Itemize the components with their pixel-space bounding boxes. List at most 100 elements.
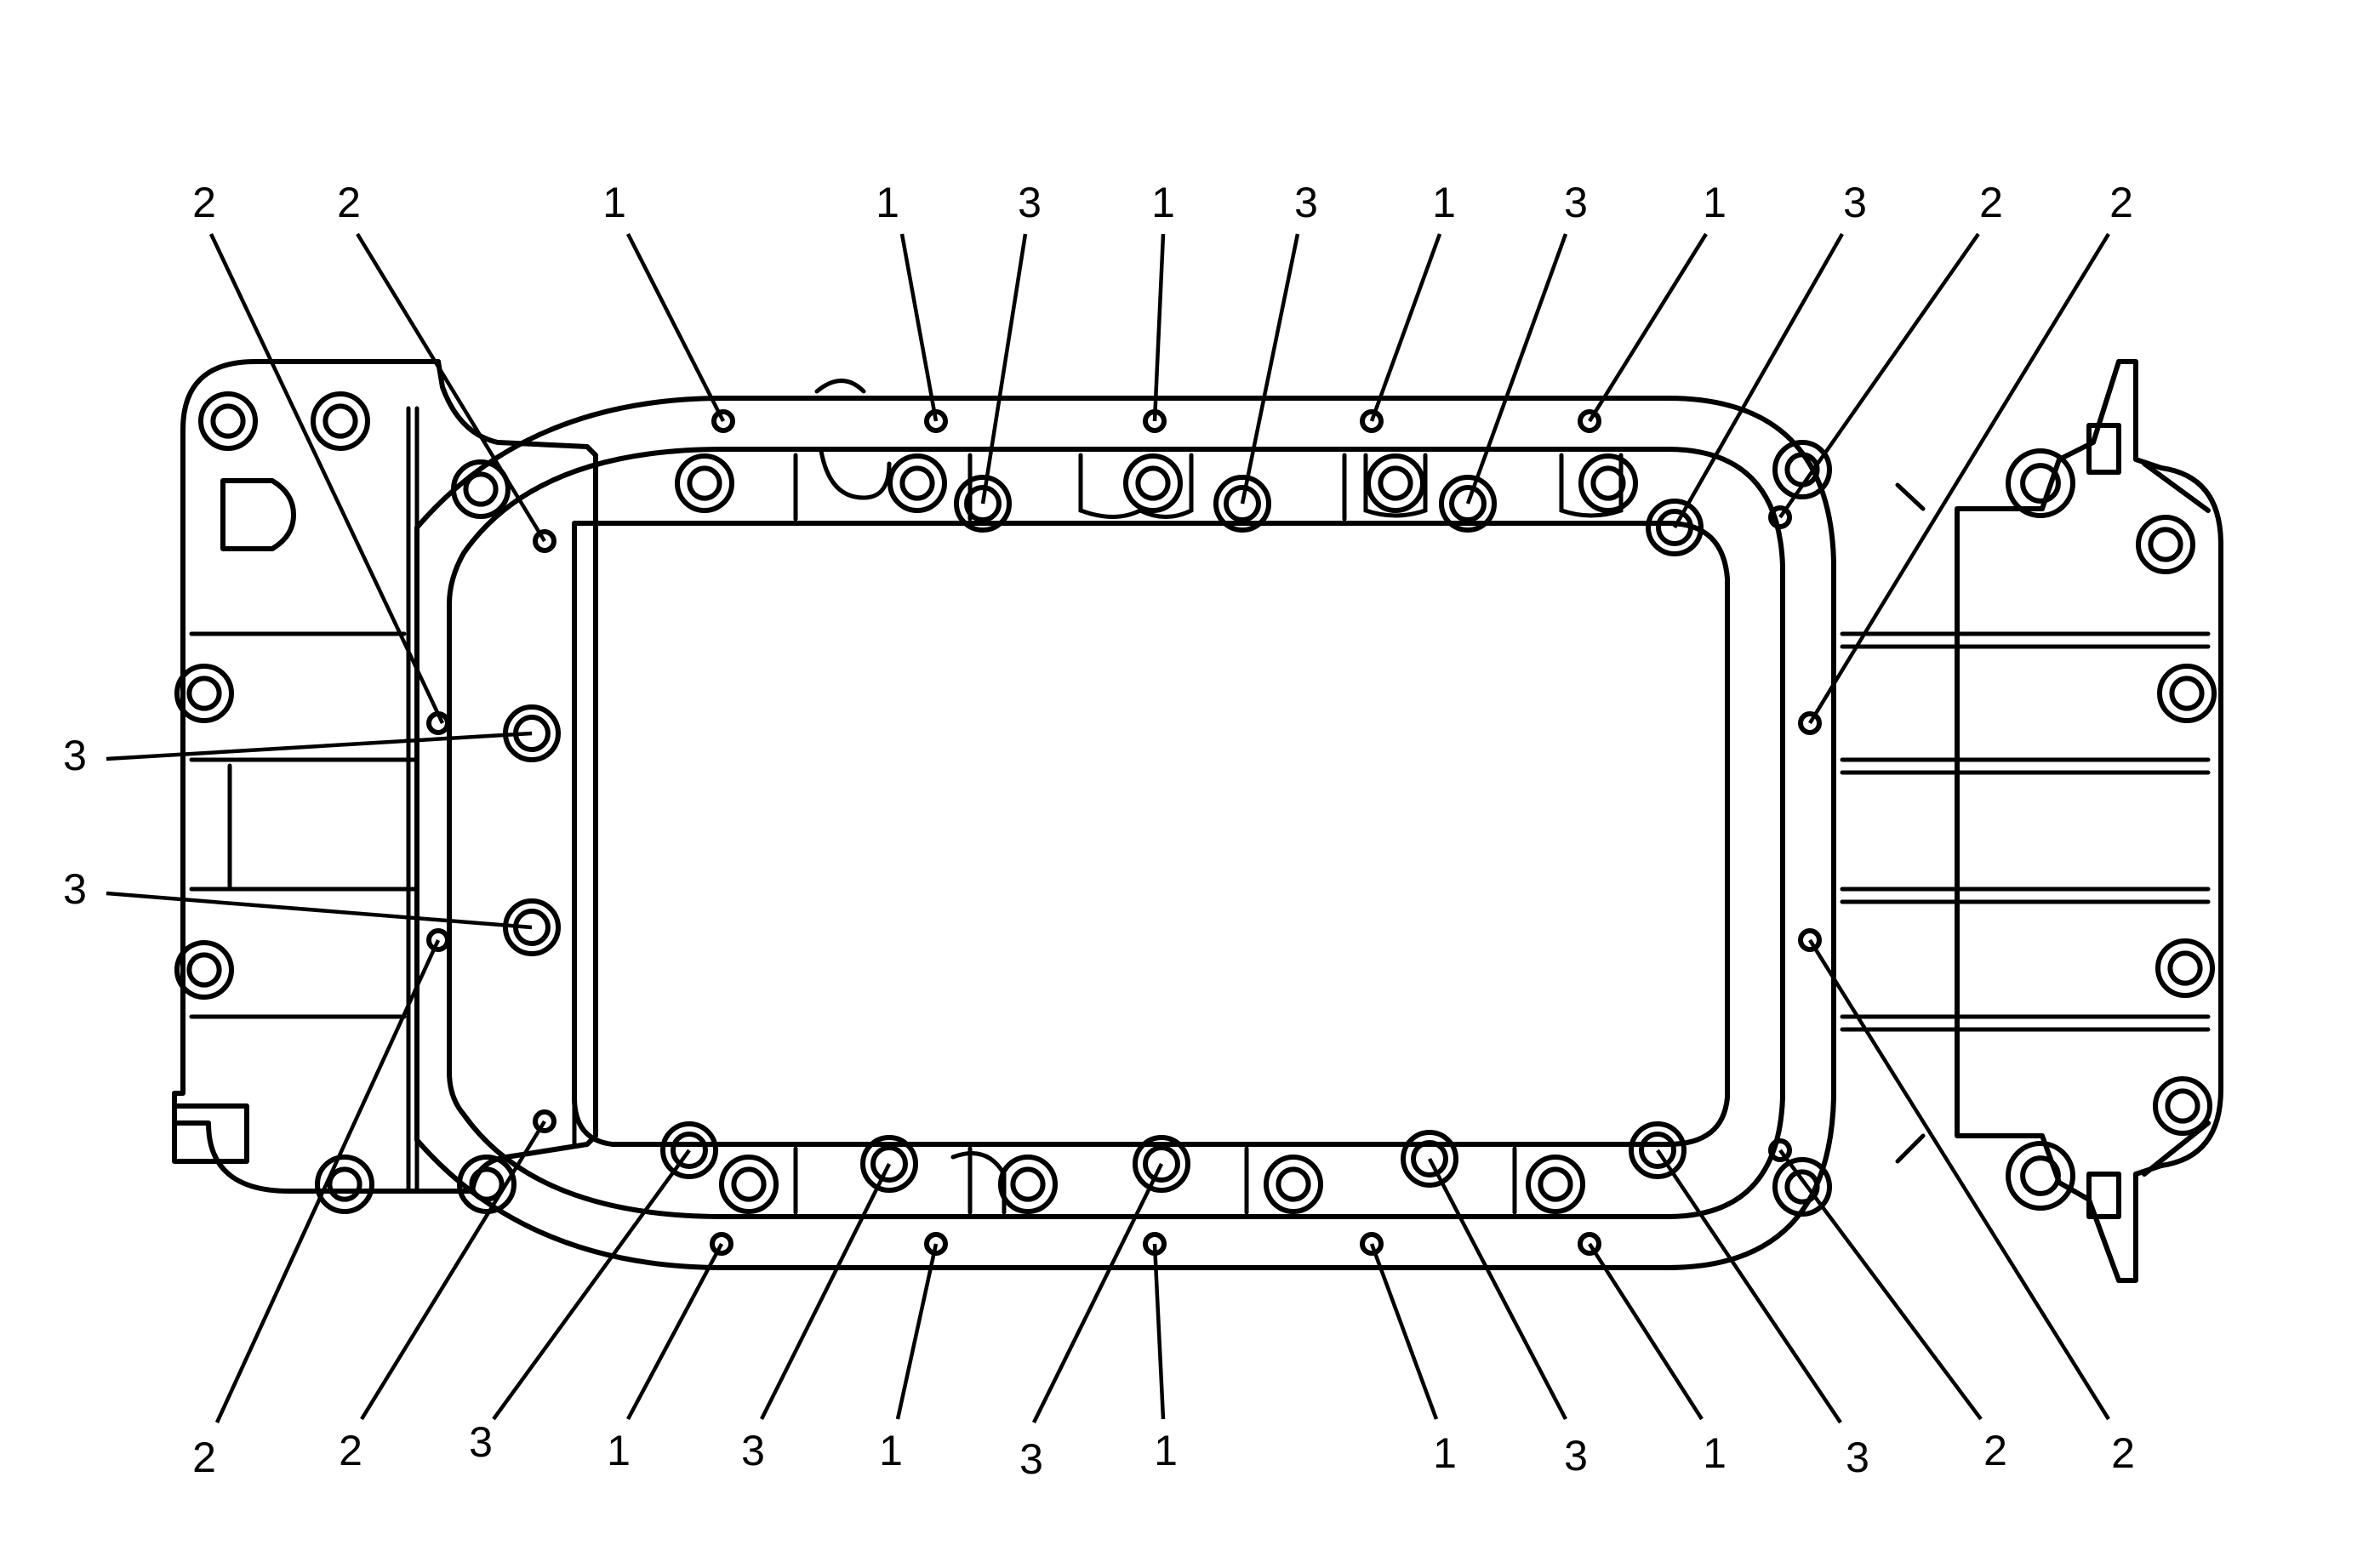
fastener-three-19 [954, 475, 1012, 533]
callout-one-6: 1 [1151, 179, 1175, 226]
fastener-three-25 [660, 1121, 718, 1179]
leader-line-20 [759, 1162, 892, 1421]
pan-boss-15 [2006, 1141, 2075, 1211]
leader-line-2 [356, 232, 546, 543]
leader-line-23 [1152, 1243, 1166, 1420]
leader-line-19 [626, 1242, 723, 1421]
pan-boss-6 [1123, 453, 1183, 513]
pan-boss-10 [2006, 448, 2075, 518]
callout-three-9: 3 [1564, 179, 1588, 226]
fastener-one-10 [1578, 1232, 1601, 1256]
callout-three-27: 3 [1846, 1434, 1869, 1481]
fastener-two-18 [1768, 1138, 1792, 1162]
leader-line-5 [980, 233, 1028, 505]
leader-line-11 [1673, 232, 1844, 529]
leader-line-7 [1240, 233, 1300, 505]
pan-boss-19 [998, 1155, 1058, 1214]
callout-three-11: 3 [1843, 179, 1867, 226]
callout-one-3: 1 [602, 179, 626, 226]
pan-boss-17 [1526, 1155, 1585, 1214]
callout-two-12: 2 [1979, 179, 2003, 226]
leader-line-16 [214, 939, 441, 1423]
callout-one-24: 1 [1433, 1429, 1457, 1477]
callout-three-7: 3 [1294, 179, 1318, 226]
fastener-three-29 [1629, 1121, 1687, 1179]
callout-two-28: 2 [1983, 1427, 2007, 1474]
pan-boss-7 [1366, 453, 1425, 513]
callout-three-22: 3 [1019, 1435, 1043, 1483]
callout-three-15: 3 [63, 865, 87, 913]
pan-boss-8 [1578, 453, 1638, 513]
fastener-three-28 [1401, 1130, 1458, 1188]
fastener-one-6 [710, 1232, 733, 1256]
fastener-three-20 [1213, 475, 1271, 533]
leader-line-4 [899, 233, 939, 422]
callout-three-20: 3 [741, 1427, 765, 1474]
pan-boss-16 [1772, 1157, 1832, 1217]
leader-line-28 [1778, 1149, 1983, 1421]
leader-line-21 [895, 1243, 939, 1420]
leader-line-12 [1778, 232, 1980, 519]
callout-one-21: 1 [879, 1427, 903, 1474]
leader-line-26 [1588, 1242, 1704, 1421]
pan-boss-22 [315, 1155, 374, 1214]
pan-boss-18 [1264, 1155, 1323, 1214]
gasket [414, 396, 1836, 1270]
callout-two-17: 2 [339, 1427, 362, 1474]
leader-line-24 [1369, 1243, 1439, 1420]
leader-line-1 [208, 233, 445, 724]
fastener-two-15 [1768, 505, 1792, 529]
callout-one-4: 1 [876, 179, 899, 226]
leader-line-14 [106, 731, 533, 761]
fastener-three-22 [1646, 499, 1704, 556]
leader-line-10 [1588, 232, 1708, 423]
leader-line-18 [492, 1149, 691, 1421]
callout-three-14: 3 [63, 732, 87, 779]
pan-boss-5 [888, 453, 947, 513]
callout-one-8: 1 [1432, 179, 1456, 226]
leader-line-15 [106, 891, 533, 930]
fastener-two-11 [533, 529, 556, 553]
pan-boss-2 [311, 391, 370, 451]
leader-line-3 [625, 232, 726, 423]
pan-boss-13 [2155, 938, 2215, 998]
pan-boss-12 [2157, 664, 2217, 723]
pan-boss-23 [174, 940, 234, 1000]
inner-opening [572, 521, 1730, 1147]
fastener-one-1 [711, 409, 735, 433]
callout-three-18: 3 [469, 1418, 493, 1466]
pan-boss-24 [174, 664, 234, 723]
fastener-two-17 [1798, 928, 1822, 952]
fastener-one-7 [924, 1232, 948, 1256]
pan-boss-4 [675, 453, 734, 513]
callout-two-13: 2 [2109, 179, 2133, 226]
leader-line-9 [1465, 233, 1568, 505]
callout-one-19: 1 [607, 1427, 631, 1474]
leader-line-27 [1656, 1149, 1842, 1424]
callout-two-29: 2 [2111, 1429, 2135, 1477]
leader-line-29 [1808, 938, 2110, 1421]
leader-line-6 [1152, 233, 1166, 422]
fastener-two-16 [1798, 711, 1822, 735]
leader-line-8 [1369, 233, 1442, 422]
fastener-two-14 [533, 1109, 556, 1133]
callout-one-23: 1 [1154, 1427, 1178, 1474]
callout-two-1: 2 [192, 179, 216, 226]
fastener-one-5 [1578, 409, 1601, 433]
fastener-one-4 [1360, 409, 1384, 433]
fastener-three-26 [860, 1135, 918, 1193]
callout-three-5: 3 [1018, 179, 1042, 226]
fastener-three-27 [1133, 1135, 1190, 1193]
fastener-one-9 [1360, 1232, 1384, 1256]
pan-boss-21 [457, 1155, 517, 1214]
callout-two-2: 2 [337, 179, 361, 226]
leader-line-25 [1428, 1157, 1567, 1421]
callout-two-16: 2 [192, 1434, 216, 1481]
callout-three-25: 3 [1564, 1432, 1588, 1480]
fastener-three-21 [1439, 475, 1497, 533]
pan-boss-1 [198, 391, 258, 451]
fastener-holes [426, 409, 1822, 1256]
